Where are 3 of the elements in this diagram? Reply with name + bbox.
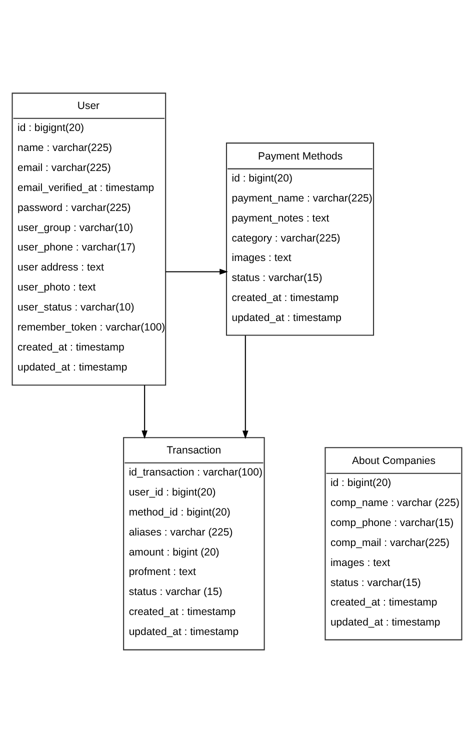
arrow [142,384,148,438]
arrow [166,268,228,274]
arrow [242,335,248,439]
